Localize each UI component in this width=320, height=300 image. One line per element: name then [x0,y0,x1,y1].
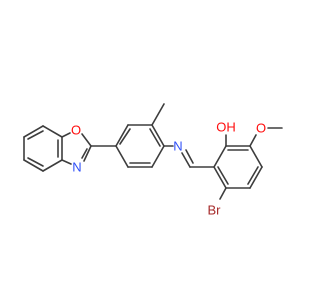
atom-label-hydroxyl: OH [216,120,236,135]
bond [149,128,161,147]
bond [42,159,63,172]
bond [81,133,92,147]
bond [249,134,257,147]
bond [185,149,194,164]
bond [119,128,131,145]
atom-label-oxazole-oxygen: O [71,123,81,138]
bond [217,166,229,185]
structure-canvas: O N N OH O Br [23,103,283,218]
bond [213,145,227,168]
bond [219,187,227,200]
bond [115,124,129,147]
atom-label-methoxy-oxygen: O [256,121,266,136]
bond [151,145,165,168]
bond [81,148,88,159]
bond [247,166,259,185]
bonds-group [23,103,283,200]
bond [27,130,44,140]
bond [83,145,92,162]
bond [181,152,191,168]
bond [61,159,72,165]
bond [213,166,227,189]
molecule-structure-diagram: O N N OH O Br [23,103,283,218]
bond [27,157,44,167]
atom-labels-group: O N N OH O Br [71,120,266,218]
bond [249,166,263,189]
bond [23,159,44,172]
atom-label-bromine: Br [208,203,222,218]
atom-label-imine-nitrogen: N [173,139,182,154]
atom-label-oxazole-nitrogen: N [72,160,81,175]
bond [42,125,63,138]
bond [61,132,71,138]
bond [115,145,129,168]
bond [23,125,44,138]
bond [151,124,165,147]
bond [151,103,165,126]
bond [249,145,263,168]
